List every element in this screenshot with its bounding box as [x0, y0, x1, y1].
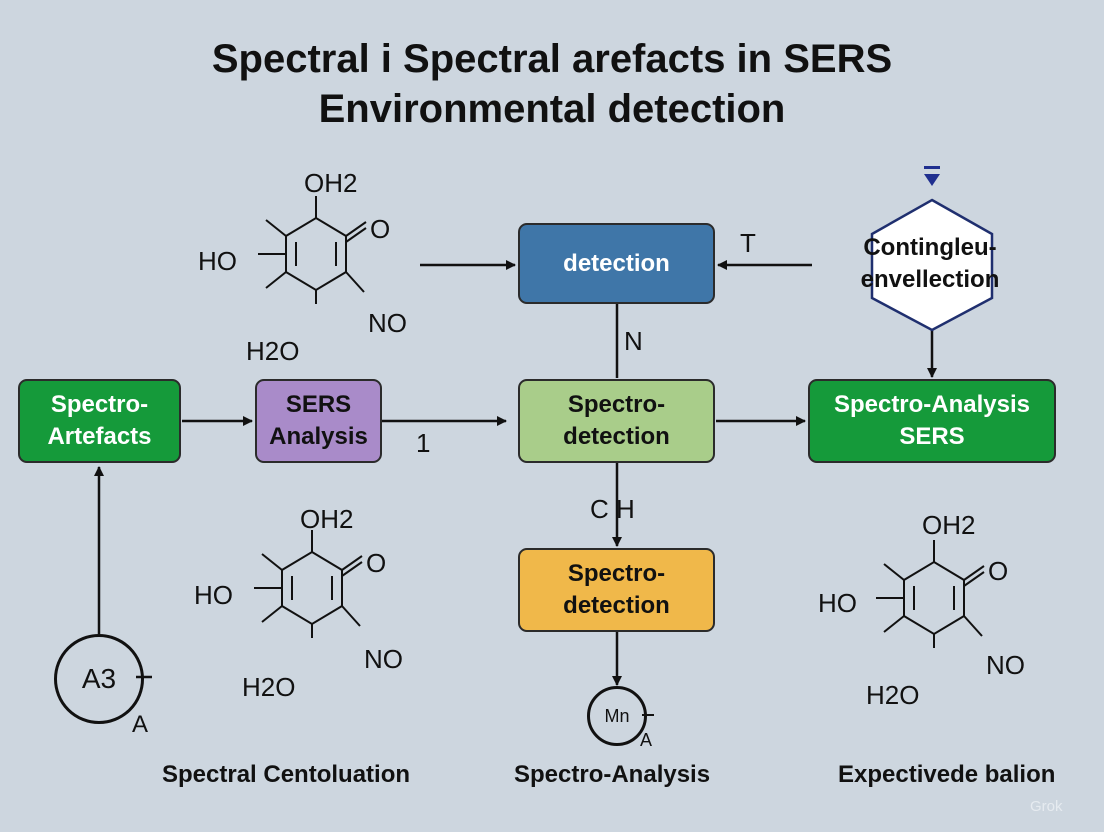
detection-box-label: detection [563, 249, 670, 277]
diagram-title: Spectral i Spectral arefacts in SERS Env… [0, 34, 1104, 134]
circle-mn: Mn [587, 686, 647, 746]
molecule-top-o: O [370, 214, 391, 244]
spectro-detection-bottom-box: Spectro- detection [518, 548, 715, 632]
spectro-detection-center-box: Spectro- detection [518, 379, 715, 463]
arrow-label-n: N [624, 326, 643, 356]
molecule-top-structure [257, 195, 367, 305]
molecule-left-oh2: OH2 [300, 504, 354, 534]
sers-analysis-box: SERS Analysis [255, 379, 382, 463]
molecule-top-ho: HO [198, 246, 237, 276]
circle-a3: A3 [54, 634, 144, 724]
caption-center: Spectro-Analysis [514, 761, 711, 788]
circle-mn-sub: A [640, 730, 653, 750]
circle-mn-label: Mn [604, 705, 630, 726]
spectro-detection-bottom-label: Spectro- detection [563, 560, 670, 619]
molecule-left-ho: HO [194, 580, 233, 610]
molecule-left-h2o: H2O [242, 672, 296, 702]
molecule-bottom-right-structure [875, 539, 985, 649]
caption-left: Spectral Centoluation [162, 761, 411, 788]
molecule-right-oh2: OH2 [922, 510, 976, 540]
title-line-2: Environmental detection [318, 87, 786, 131]
spectro-detection-center-label: Spectro- detection [563, 391, 670, 450]
molecule-left-o: O [366, 548, 387, 578]
molecule-right-o: O [988, 556, 1009, 586]
sers-analysis-label: SERS Analysis [269, 391, 368, 450]
arrow-label-t: T [740, 228, 756, 258]
spectro-artefacts-label: Spectro- Artefacts [47, 391, 152, 450]
molecule-right-no: NO [986, 650, 1025, 680]
spectro-artefacts-box: Spectro- Artefacts [18, 379, 181, 463]
spectro-analysis-sers-box: Spectro-Analysis SERS [808, 379, 1056, 463]
detection-box: detection [518, 223, 715, 304]
circle-a3-sub: A [132, 711, 149, 738]
molecule-top-h2o: H2O [246, 336, 300, 366]
circle-a3-label: A3 [81, 663, 117, 694]
molecule-top-oh2: OH2 [304, 168, 358, 198]
watermark: Grok [1030, 798, 1063, 815]
molecule-left-no: NO [364, 644, 403, 674]
molecule-bottom-left-structure [253, 529, 363, 639]
blue-marker-icon [924, 166, 940, 186]
hexagon-shape [870, 198, 994, 332]
spectro-analysis-sers-label: Spectro-Analysis SERS [833, 391, 1031, 450]
molecule-right-h2o: H2O [866, 680, 920, 710]
circle-mn-tick [642, 714, 654, 716]
molecule-right-ho: HO [818, 588, 857, 618]
circle-a3-tick [136, 675, 152, 679]
molecule-top-no: NO [368, 308, 407, 338]
caption-right: Expectivede balion [838, 761, 1056, 788]
arrow-label-ch: C H [590, 494, 635, 524]
arrow-label-one: 1 [416, 428, 431, 458]
hexagon-label: Contingleu- envellection [860, 234, 1000, 293]
title-line-1: Spectral i Spectral arefacts in SERS [211, 37, 893, 81]
